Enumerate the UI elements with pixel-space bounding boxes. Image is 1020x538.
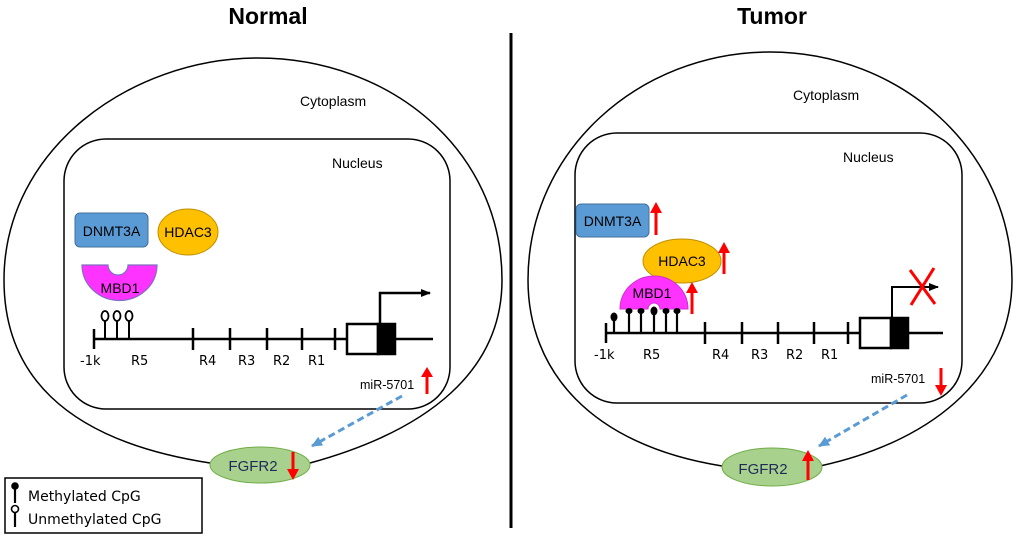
- methylated-cpg-lollipop-icon: [11, 482, 19, 503]
- cytoplasm-label: Cytoplasm: [793, 87, 859, 103]
- cell-membrane: [527, 51, 1013, 467]
- nucleus: [574, 132, 963, 404]
- transcription-start-arrow: [378, 289, 431, 324]
- panel-title: Tumor: [737, 3, 807, 29]
- unmethylated-cpg: [124, 310, 134, 339]
- mirna-inhibition-arrow: [311, 394, 403, 448]
- hdac3-label: HDAC3: [164, 224, 212, 240]
- dnmt3a-label: DNMT3A: [83, 223, 141, 239]
- exon-box: [345, 322, 380, 356]
- normal-panel: Normal Cytoplasm Nucleus DNMT3A HDAC3 MB…: [3, 3, 503, 484]
- coding-exon-box: [889, 316, 910, 350]
- legend-label: Methylated CpG: [28, 489, 141, 505]
- hdac3-up-arrow: [718, 242, 730, 274]
- mirna-inhibition-arrow: [818, 393, 908, 448]
- region-label: R4: [199, 354, 216, 369]
- fgfr2-up-arrow: [802, 450, 814, 480]
- methylated-cpg: [673, 308, 681, 333]
- mirna-down-arrow: [935, 368, 947, 396]
- mirna-label: miR-5701: [360, 378, 414, 392]
- hdac3-label: HDAC3: [658, 253, 706, 269]
- hdac3-protein: HDAC3: [157, 208, 219, 256]
- panel-title: Normal: [228, 3, 307, 29]
- dnmt3a-protein: DNMT3A: [74, 212, 149, 248]
- region-label: R5: [131, 354, 148, 369]
- fgfr2-label: FGFR2: [738, 461, 787, 478]
- nucleus-label: Nucleus: [332, 155, 383, 171]
- dnmt3a-up-arrow: [650, 202, 662, 235]
- region-label: R1: [308, 354, 325, 369]
- methylated-cpg: [662, 308, 670, 333]
- region-label: -1k: [594, 348, 615, 363]
- unmethylated-cpg-lollipop-icon: [10, 504, 20, 527]
- region-label: R4: [712, 348, 729, 363]
- cell-membrane: [3, 57, 503, 464]
- mbd1-up-arrow: [686, 282, 698, 314]
- legend-box: [4, 477, 203, 534]
- region-label: R2: [273, 354, 290, 369]
- region-label: -1k: [80, 354, 101, 369]
- region-label: R3: [751, 348, 768, 363]
- unmethylated-cpg: [100, 310, 110, 339]
- legend-label: Unmethylated CpG: [28, 512, 161, 528]
- nucleus: [63, 138, 451, 410]
- region-label: R2: [786, 348, 803, 363]
- region-label: R3: [238, 354, 255, 369]
- mbd1-label: MBD1: [101, 280, 140, 296]
- promoter-dna: [604, 283, 943, 350]
- cytoplasm-label: Cytoplasm: [300, 93, 366, 109]
- fgfr2-label: FGFR2: [228, 458, 277, 475]
- promoter-dna: [92, 289, 433, 356]
- mirna-up-arrow: [421, 367, 433, 394]
- legend: Methylated CpG Unmethylated CpG: [4, 477, 203, 534]
- unmethylated-cpg: [112, 310, 122, 339]
- mbd1-protein: MBD1: [619, 275, 689, 310]
- tumor-panel: Tumor Cytoplasm Nucleus DNMT3A HDAC3 MBD…: [527, 3, 1013, 487]
- dnmt3a-label: DNMT3A: [584, 213, 642, 229]
- fgfr2-receptor: FGFR2: [209, 446, 311, 484]
- methylated-cpg: [625, 308, 633, 333]
- coding-exon-box: [376, 322, 397, 356]
- exon-box: [858, 316, 893, 350]
- methylated-cpg: [610, 312, 618, 333]
- hdac3-protein: HDAC3: [642, 238, 722, 284]
- region-label: R1: [821, 348, 838, 363]
- fgfr2-down-arrow: [287, 452, 299, 480]
- nucleus-label: Nucleus: [843, 149, 894, 165]
- transcription-start-arrow: [891, 283, 939, 318]
- mbd1-label: MBD1: [633, 285, 672, 301]
- transcription-blocked-cross-icon: [908, 267, 937, 306]
- mbd1-protein: MBD1: [81, 264, 158, 302]
- methylated-cpg: [637, 308, 645, 333]
- region-label: R5: [643, 348, 660, 363]
- mirna-label: miR-5701: [871, 372, 925, 386]
- methylated-cpg: [650, 306, 658, 333]
- dnmt3a-protein: DNMT3A: [575, 203, 650, 238]
- fgfr2-receptor: FGFR2: [721, 447, 823, 487]
